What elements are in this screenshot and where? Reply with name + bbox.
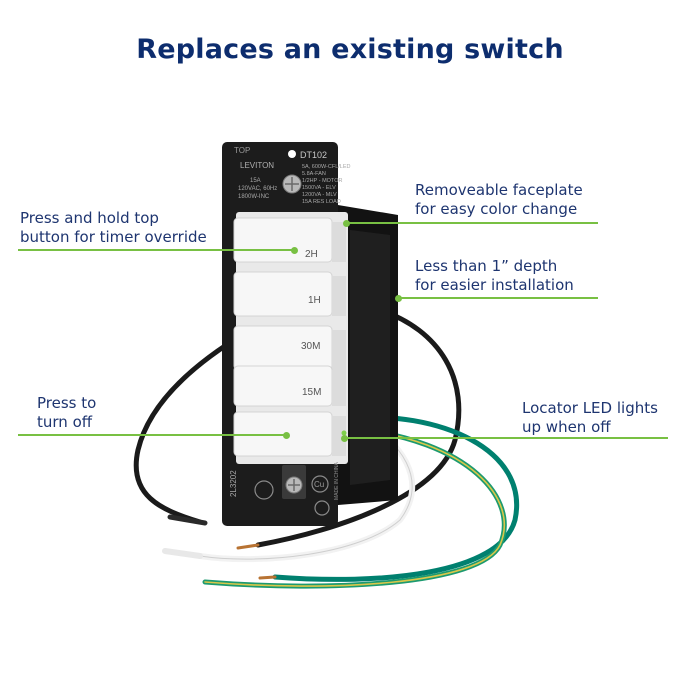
- timer-button[interactable]: [233, 271, 333, 317]
- button-side: [332, 222, 346, 262]
- callout-line: Removeable faceplate: [415, 181, 583, 199]
- callout-line: for easy color change: [415, 200, 578, 218]
- spec-right: 5A, 600W-CFL/LED 5.8A-FAN 1/2HP - MOTOR …: [302, 164, 351, 205]
- spec-right-line: 1500VA - ELV: [302, 185, 336, 191]
- brand-label: LEVITON: [240, 161, 274, 170]
- spec-right-line: 5.8A-FAN: [302, 171, 326, 177]
- button-stack: 2H 1H 30M 15M: [233, 217, 347, 457]
- black-wire-right: [255, 307, 462, 548]
- side-code: 2L3202: [229, 470, 238, 497]
- cu-mark-circle: [311, 475, 329, 493]
- green-yellow-wire-stripe: [204, 427, 506, 587]
- button-label: 2H: [305, 249, 318, 260]
- callout-timer-override: Press and hold top button for timer over…: [20, 209, 207, 247]
- screw-slot: [285, 177, 299, 191]
- screw-slot: [288, 479, 300, 491]
- page-title: Replaces an existing switch: [136, 34, 564, 65]
- callout-dot: [395, 295, 402, 302]
- callout-leader-line: [18, 434, 286, 436]
- callout-leader-line: [398, 297, 598, 299]
- black-wire-left-tip: [167, 514, 208, 526]
- callout-dot: [291, 247, 298, 254]
- green-wire-copper: [258, 575, 277, 580]
- spec-right-line: 1/2HP - MOTOR: [302, 178, 342, 184]
- callout-line: Press to: [37, 394, 97, 412]
- green-wire-outer: [272, 414, 520, 582]
- button-label: 15M: [302, 387, 321, 398]
- black-wire-right-copper: [236, 543, 260, 550]
- callout-dot: [283, 432, 290, 439]
- spec-left: 15A 120VAC, 60Hz 1800W-INC: [238, 178, 277, 200]
- callout-dot: [343, 220, 350, 227]
- model-label: DT102: [300, 150, 327, 160]
- spec-right-line: 15A RES LOAD: [302, 199, 341, 205]
- callout-line: up when off: [522, 418, 611, 436]
- no-symbol-icon: [314, 500, 330, 516]
- button-side: [332, 276, 346, 316]
- yoke-hole: [288, 150, 296, 158]
- callout-line: Press and hold top: [20, 209, 159, 227]
- spec-left-line: 15A: [250, 178, 261, 184]
- callout-faceplate: Removeable faceplate for easy color chan…: [415, 181, 583, 219]
- callout-leader-line: [344, 437, 668, 439]
- callout-line: Less than 1” depth: [415, 257, 558, 275]
- button-side: [332, 416, 346, 456]
- callout-line: for easier installation: [415, 276, 574, 294]
- yoke-top-label: TOP: [234, 146, 250, 155]
- cert-mark-icon: [254, 480, 274, 500]
- callout-line: Locator LED lights: [522, 399, 658, 417]
- timer-button[interactable]: [233, 365, 333, 407]
- callout-depth: Less than 1” depth for easier installati…: [415, 257, 574, 295]
- button-label: 30M: [301, 341, 320, 352]
- callout-line: turn off: [37, 413, 93, 431]
- cu-mark: Cu: [314, 480, 324, 489]
- black-wire-left: [133, 329, 250, 525]
- button-side: [332, 330, 346, 370]
- spec-left-line: 1800W-INC: [238, 194, 270, 200]
- callout-leader-line: [18, 249, 294, 251]
- made-in-label: MADE IN CHINA: [334, 462, 340, 500]
- callout-dot: [341, 435, 348, 442]
- callout-locator-led: Locator LED lights up when off: [522, 399, 658, 437]
- callout-turn-off: Press to turn off: [37, 394, 96, 432]
- locator-led: [341, 430, 347, 436]
- spec-right-line: 1200VA - MLV: [302, 192, 337, 198]
- white-wire-tip: [162, 548, 203, 559]
- callout-leader-line: [346, 222, 598, 224]
- button-side: [332, 370, 346, 406]
- housing-ridge: [350, 230, 390, 485]
- callout-line: button for timer override: [20, 228, 207, 246]
- button-label: 1H: [308, 295, 321, 306]
- spec-left-line: 120VAC, 60Hz: [238, 186, 277, 192]
- spec-right-line: 5A, 600W-CFL/LED: [302, 164, 351, 170]
